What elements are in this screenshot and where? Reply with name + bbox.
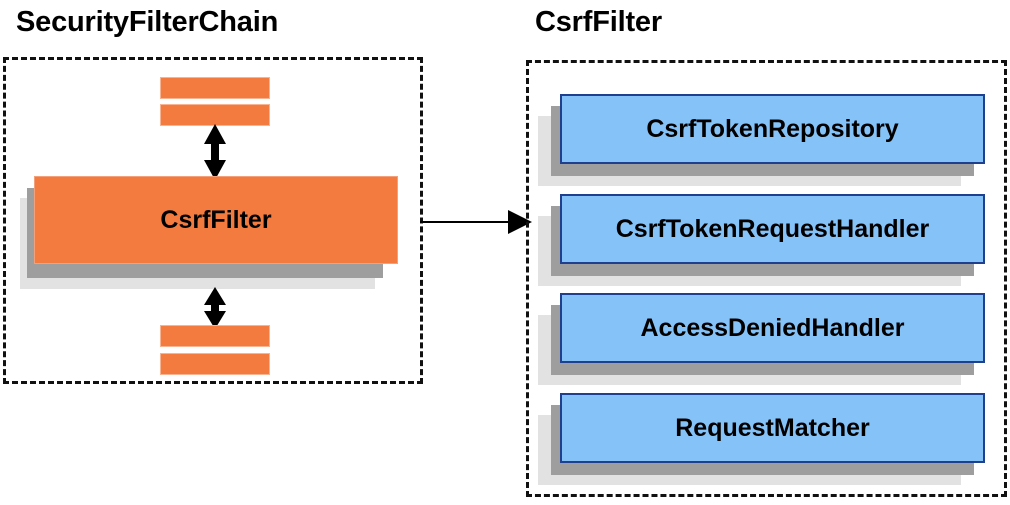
double-arrow-down-icon [200, 287, 230, 329]
double-arrow-up-icon [200, 124, 230, 180]
filter-stub-bar-bottom-2 [160, 353, 270, 375]
panel-title-security-filter-chain: SecurityFilterChain [16, 6, 279, 38]
filter-stub-bar-top-1 [160, 77, 270, 99]
node-csrf-filter-label: CsrfFilter [34, 176, 398, 264]
csrf-filter-container [526, 60, 1007, 497]
filter-stub-bar-bottom-1 [160, 325, 270, 347]
node-csrf-token-request-handler[interactable]: CsrfTokenRequestHandler [538, 194, 985, 286]
node-csrf-token-repository[interactable]: CsrfTokenRepository [538, 94, 985, 186]
filter-stub-bar-top-2 [160, 104, 270, 126]
node-label: RequestMatcher [560, 393, 985, 463]
panel-title-csrf-filter: CsrfFilter [535, 6, 662, 38]
node-csrf-filter[interactable]: CsrfFilter [20, 176, 398, 289]
arrow-right-icon [420, 207, 532, 237]
node-label: CsrfTokenRequestHandler [560, 194, 985, 264]
node-label: AccessDeniedHandler [560, 293, 985, 363]
node-label: CsrfTokenRepository [560, 94, 985, 164]
node-access-denied-handler[interactable]: AccessDeniedHandler [538, 293, 985, 385]
node-request-matcher[interactable]: RequestMatcher [538, 393, 985, 485]
security-filter-chain-container [3, 57, 423, 384]
